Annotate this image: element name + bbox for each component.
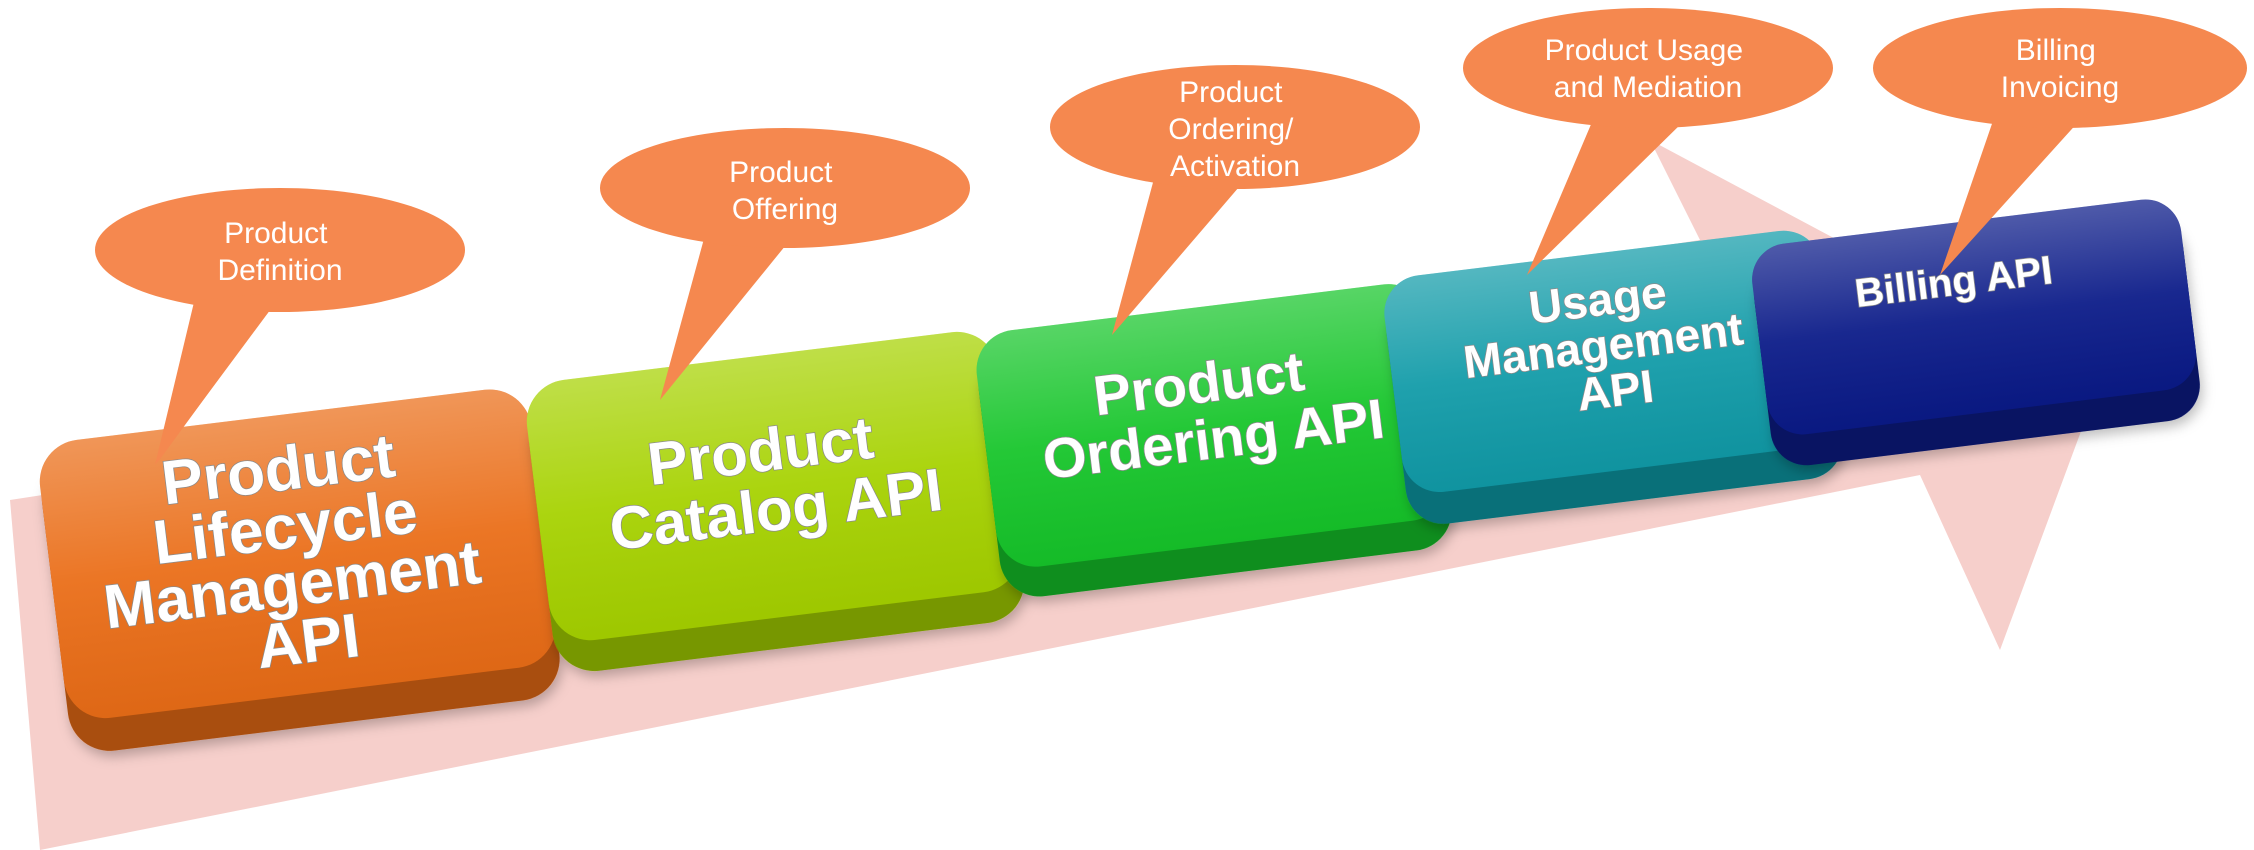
block-label: Product Catalog API: [599, 396, 946, 563]
callout-line: Product: [729, 156, 833, 189]
callout-line: Product Usage: [1545, 34, 1743, 67]
callout-line: Billing: [2016, 34, 2096, 67]
callout-text: Product Offering: [729, 156, 841, 226]
callout-bubble: [95, 188, 465, 312]
callout-text: Product Definition: [217, 217, 342, 287]
callout-line: Invoicing: [2001, 71, 2119, 104]
callout-text: Product Ordering/ Activation: [1168, 76, 1301, 183]
callout-tail: [1940, 115, 2080, 275]
callout-product-ordering: Product Ordering/ Activation: [1050, 65, 1420, 335]
callout-bubble: [1463, 8, 1833, 128]
block-label-line: API: [1574, 360, 1656, 421]
callout-bubble: [1873, 8, 2247, 128]
callout-line: Offering: [732, 193, 838, 226]
block-product-ordering: Product Ordering API: [976, 284, 1452, 597]
callout-tail: [1527, 115, 1685, 275]
block-usage-management: Usage Management API: [1384, 230, 1843, 524]
callout-line: Definition: [217, 254, 342, 287]
callout-line: Activation: [1170, 150, 1300, 183]
block-billing: Billing API: [1752, 199, 2200, 466]
callout-text: Billing Invoicing: [2001, 34, 2119, 104]
callout-billing-invoicing: Billing Invoicing: [1873, 8, 2247, 275]
callout-product-definition: Product Definition: [95, 188, 465, 465]
callout-product-offering: Product Offering: [600, 128, 970, 400]
callout-line: Product: [1179, 76, 1283, 109]
callout-line: Product: [224, 217, 328, 250]
callout-bubble: [600, 128, 970, 248]
callout-line: and Mediation: [1554, 71, 1742, 104]
block-label-line: API: [253, 601, 364, 682]
block-product-catalog: Product Catalog API: [526, 331, 1025, 672]
block-product-lifecycle: Product Lifecycle Management API: [39, 389, 560, 751]
callout-line: Ordering/: [1168, 113, 1294, 146]
callout-bubble: [1050, 65, 1420, 189]
callout-text: Product Usage and Mediation: [1545, 34, 1752, 104]
callout-tail: [1112, 175, 1245, 335]
callout-tail: [660, 235, 790, 400]
block-label: Product Lifecycle Management API: [86, 411, 509, 700]
callout-product-usage: Product Usage and Mediation: [1463, 8, 1833, 275]
